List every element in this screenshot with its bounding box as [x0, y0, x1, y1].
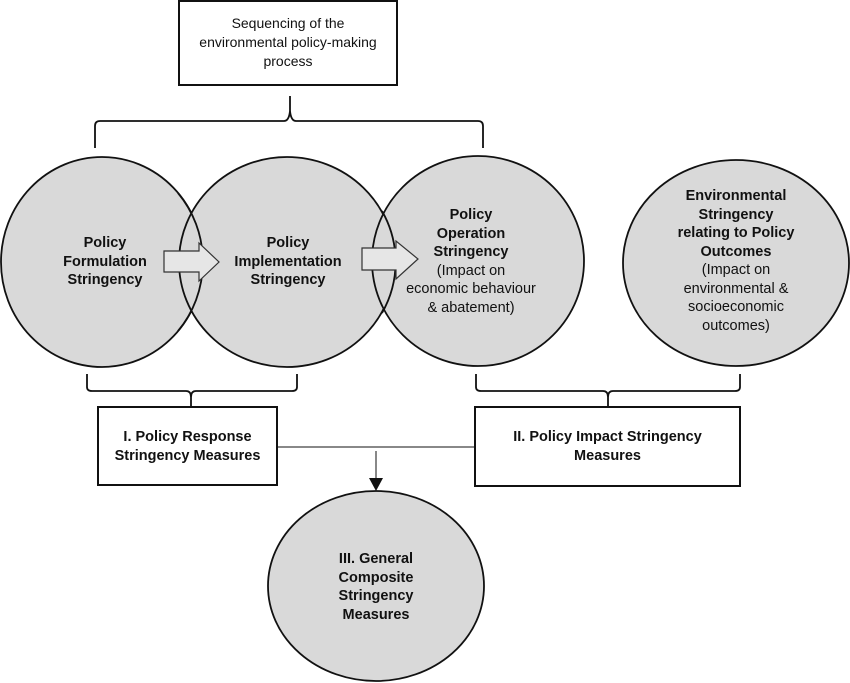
circle-outcomes: [622, 159, 850, 367]
title-box-text: Sequencing of the environmental policy-m…: [179, 14, 397, 71]
arrow-formulation-to-implementation: [163, 241, 220, 283]
title-line: process: [263, 53, 313, 69]
response-measures-label: I. Policy Response Stringency Measures: [114, 429, 261, 464]
brace-response: [86, 374, 298, 406]
circle-composite: [267, 490, 485, 682]
top-brace: [94, 96, 484, 148]
composite-measures-label: III. General Composite Stringency Measur…: [338, 551, 414, 623]
title-box: [178, 0, 398, 86]
impact-measures-label: II. Policy Impact Stringency Measures: [513, 429, 702, 464]
stage-formulation-label: Policy Formulation Stringency: [63, 235, 147, 288]
stage-outcomes-label: Environmental Stringency relating to Pol…: [677, 188, 795, 334]
box-impact-measures: [474, 406, 741, 487]
box-response-measures: [97, 406, 278, 486]
connector-arrowhead: [369, 478, 383, 491]
title-line: environmental policy-making: [199, 34, 377, 50]
brace-impact: [475, 374, 741, 406]
stage-implementation-label: Policy Implementation Stringency: [234, 235, 342, 288]
title-line: Sequencing of the: [231, 15, 345, 31]
stage-operation-label: Policy Operation Stringency (Impact on e…: [406, 207, 536, 316]
arrow-implementation-to-operation: [361, 239, 419, 281]
